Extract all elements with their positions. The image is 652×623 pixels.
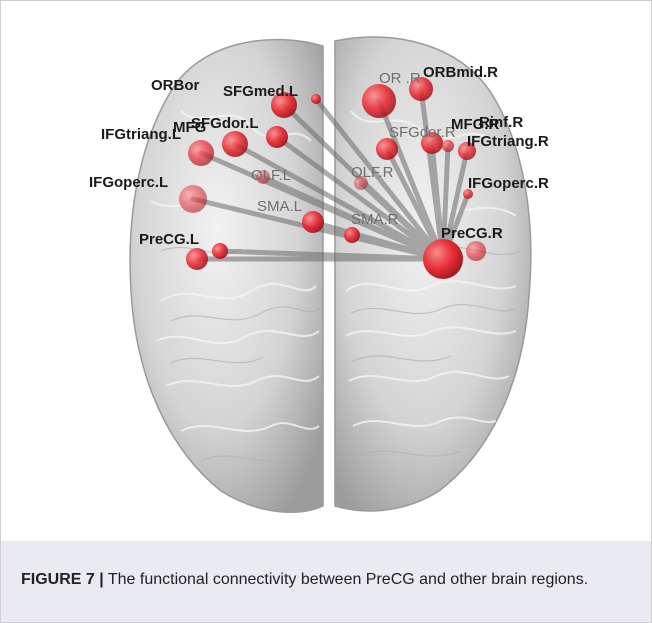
node-SMA.L	[302, 211, 324, 233]
node-PreCG.R-hub	[423, 239, 463, 279]
label-IFGtriang.L: IFGtriang.L	[101, 126, 181, 143]
label-SMA.L: SMA.L	[257, 198, 302, 215]
node-PreCG.L	[186, 248, 208, 270]
label-ORBsup.L: ORBor	[151, 77, 199, 94]
node-MFG.L	[222, 131, 248, 157]
node-ORBinf.R	[442, 140, 454, 152]
brain-connectivity-figure: ORBmid.R OR .R ORBor SFGmed.L SFGdor.L I…	[1, 1, 651, 541]
label-ORBinf.R: Rinf.R	[479, 114, 523, 131]
label-IFGoperc.L: IFGoperc.L	[89, 174, 168, 191]
label-ORBmid.R: ORBmid.R	[423, 64, 498, 81]
label-OLF.R: OLF.R	[351, 164, 394, 181]
label-OLF.L: OLF.L	[251, 167, 291, 184]
label-MFG.L: MFG	[173, 119, 206, 136]
figure-caption: FIGURE 7 | The functional connectivity b…	[21, 569, 631, 591]
brain-image	[130, 37, 531, 512]
label-SFGdor.R: SFGdor.R	[389, 124, 456, 141]
label-PreCG.R: PreCG.R	[441, 225, 503, 242]
label-SFGmed.L: SFGmed.L	[223, 83, 298, 100]
node-ORB.R	[362, 84, 396, 118]
label-ORB.R: OR .R	[379, 70, 421, 87]
node-IFGtriang.L	[188, 140, 214, 166]
node-SMA.R	[344, 227, 360, 243]
node-IFGoperc.L	[179, 185, 207, 213]
node-PreCG.L2	[212, 243, 228, 259]
label-SMA.R: SMA.R	[351, 211, 399, 228]
node-SFGdor.L	[266, 126, 288, 148]
label-PreCG.L: PreCG.L	[139, 231, 199, 248]
node-ORBsup.L	[311, 94, 321, 104]
caption-label: FIGURE 7 |	[21, 571, 104, 588]
label-IFGtriang.R: IFGtriang.R	[467, 133, 549, 150]
node-SFGdor.R	[376, 138, 398, 160]
caption-text: The functional connectivity between PreC…	[104, 571, 588, 588]
label-IFGoperc.R: IFGoperc.R	[468, 175, 549, 192]
node-PreCG.R-secondary	[466, 241, 486, 261]
